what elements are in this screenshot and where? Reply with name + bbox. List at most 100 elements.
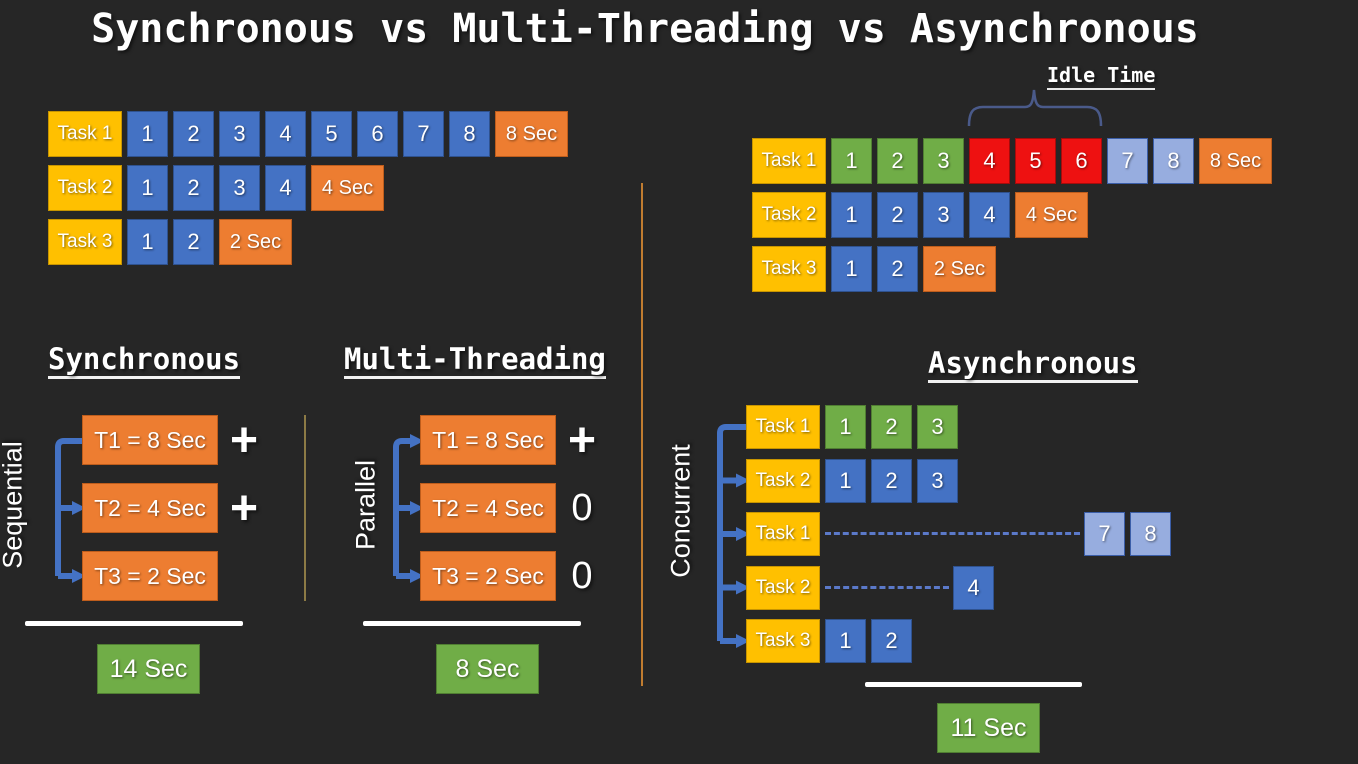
time-cell: 1 [127,165,168,211]
task-duration-box: T1 = 8 Sec [420,415,556,465]
task-duration-box: T1 = 8 Sec [82,415,218,465]
flow-bracket-synchronous [55,438,86,583]
heading-multithreading: Multi-Threading [344,344,606,380]
page-title: Synchronous vs Multi-Threading vs Asynch… [91,6,1199,52]
sum-line-multithreading [363,621,581,626]
heading-synchronous: Synchronous [48,344,241,380]
task-label: Task 2 [746,565,820,610]
operator-sign: + [567,413,597,467]
sum-line-synchronous [25,621,243,626]
duration-badge: 8 Sec [1199,138,1272,184]
time-cell: 7 [1084,512,1125,556]
time-cell: 2 [871,458,912,503]
time-cell: 1 [127,219,168,265]
task-duration-box: T2 = 4 Sec [82,483,218,533]
time-cell: 1 [831,192,872,238]
time-cell: 7 [403,111,444,157]
time-cell: 1 [127,111,168,157]
task-boxes-multithreading: T1 = 8 Sec T2 = 4 Sec T3 = 2 Sec [420,415,556,619]
operator-sign: 0 [571,554,593,597]
operator-sign: + [229,413,259,467]
time-cell: 4 [953,565,994,610]
task-duration-box: T3 = 2 Sec [420,551,556,601]
duration-badge: 8 Sec [495,111,568,157]
task-duration-box: T3 = 2 Sec [82,551,218,601]
duration-badge: 4 Sec [1015,192,1088,238]
time-cell: 5 [1015,138,1056,184]
flow-bracket-asynchronous [717,424,750,648]
time-cell: 2 [871,405,912,449]
time-cell: 2 [877,246,918,292]
time-cell: 4 [265,111,306,157]
task-label: Task 1 [746,405,820,449]
mode-label-concurrent: Concurrent [665,444,696,578]
time-cell: 3 [923,192,964,238]
operator-sign: + [229,481,259,535]
time-cell: 6 [1061,138,1102,184]
duration-badge: 4 Sec [311,165,384,211]
await-dashed-line [825,532,1080,535]
section-divider-left [304,415,306,601]
time-cell: 1 [825,458,866,503]
time-cell: 2 [877,192,918,238]
time-cell: 3 [917,458,958,503]
time-cell: 1 [825,405,866,449]
time-cell: 1 [831,246,872,292]
flow-bracket-multithreading [393,434,424,583]
task-label: Task 3 [752,246,826,292]
time-cell: 3 [923,138,964,184]
idle-time-label: Idle Time [1047,63,1156,90]
time-cell: 7 [1107,138,1148,184]
time-cell: 5 [311,111,352,157]
idle-time-brace [967,89,1103,127]
mode-label-parallel: Parallel [350,459,381,551]
task-label: Task 2 [752,192,826,238]
task-duration-box: T2 = 4 Sec [420,483,556,533]
time-cell: 3 [219,111,260,157]
time-cell: 4 [265,165,306,211]
task-label: Task 2 [48,165,122,211]
duration-badge: 2 Sec [219,219,292,265]
task-boxes-synchronous: T1 = 8 Sec T2 = 4 Sec T3 = 2 Sec [82,415,218,619]
section-divider-right [641,183,643,686]
time-cell: 4 [969,138,1010,184]
time-cell: 8 [1130,512,1171,556]
total-synchronous: 14 Sec [97,644,200,694]
task-label: Task 1 [746,512,820,556]
time-cell: 2 [877,138,918,184]
task-label: Task 2 [746,458,820,503]
sum-line-asynchronous [865,682,1082,687]
time-cell: 2 [173,165,214,211]
async-row: Task 2 4 [746,565,1306,610]
time-cell: 1 [831,138,872,184]
total-multithreading: 8 Sec [436,644,539,694]
task-label: Task 1 [48,111,122,157]
time-cell: 2 [871,619,912,663]
heading-asynchronous: Asynchronous [928,348,1138,384]
time-cell: 2 [173,219,214,265]
time-cell: 4 [969,192,1010,238]
time-cell: 2 [173,111,214,157]
task-label: Task 1 [752,138,826,184]
operator-sign: 0 [571,486,593,529]
time-cell: 8 [449,111,490,157]
time-cell: 3 [917,405,958,449]
task-label: Task 3 [746,619,820,663]
task-label: Task 3 [48,219,122,265]
operators-synchronous: ++ [222,413,266,551]
time-cell: 1 [825,619,866,663]
